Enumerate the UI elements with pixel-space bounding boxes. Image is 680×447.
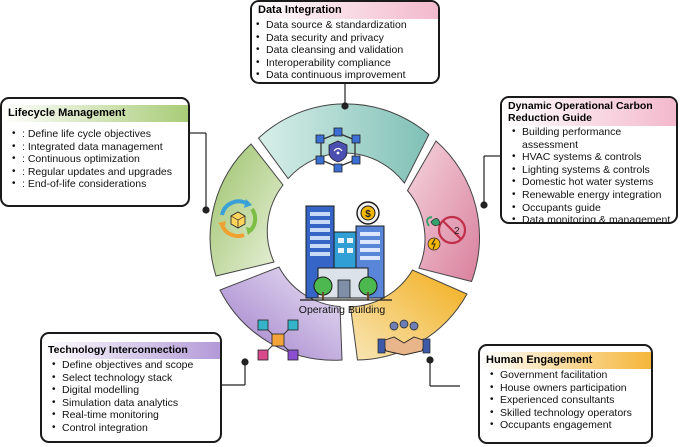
list-item: Simulation data analytics [48,397,214,410]
list-item: Control integration [48,422,214,435]
ring-segment-human [349,269,468,361]
list-item: Data source & standardization [252,19,432,32]
human-engagement-list: Government facilitation House owners par… [480,369,651,432]
list-item: : Continuous optimization [8,153,182,166]
list-item: Define objectives and scope [48,359,214,372]
lifecycle-management-box: Lifecycle Management : Define life cycle… [0,97,190,207]
list-item: Digital modelling [48,384,214,397]
list-item: : End-of-life considerations [8,178,182,191]
technology-interconnection-list: Define objectives and scope Select techn… [42,359,220,435]
data-integration-box: Data Integration Data source & standardi… [250,0,440,84]
connected-cubes-icon [257,319,299,361]
list-item: Data monitoring & management [508,214,670,222]
list-item: Real-time monitoring [48,409,214,422]
list-item: : Define life cycle objectives [8,128,182,141]
data-integration-title: Data Integration [252,2,438,19]
svg-text:2: 2 [454,226,460,237]
list-item: : Integrated data management [8,141,182,154]
list-item: Data security and privacy [252,32,432,45]
ring-segment-technology [219,266,343,361]
carbon-guide-box: Dynamic Operational Carbon Reduction Gui… [500,96,678,224]
handshake-icon [377,319,431,356]
list-item: : Regular updates and upgrades [8,166,182,179]
list-item: Occupants engagement [486,419,645,432]
list-item: Occupants guide [508,202,670,215]
list-item: Select technology stack [48,372,214,385]
carbon-guide-title: Dynamic Operational Carbon Reduction Gui… [502,98,676,126]
list-item: Renewable energy integration [508,189,670,202]
list-item: Data cleansing and validation [252,44,432,57]
ring-segment-carbon [406,140,481,283]
co2-reduction-icon: 2 [426,215,467,251]
center-label: Operating Building [298,304,386,316]
list-item: Government facilitation [486,369,645,382]
cycle-cube-icon [218,199,258,239]
human-engagement-box: Human Engagement Government facilitation… [478,344,653,444]
list-item: House owners participation [486,382,645,395]
human-engagement-title: Human Engagement [480,352,651,369]
lifecycle-management-list: : Define life cycle objectives : Integra… [2,128,188,191]
list-item: Experienced consultants [486,394,645,407]
carbon-guide-list: Building performance assessment HVAC sys… [502,126,676,222]
list-item: Data continuous improvement [252,69,432,82]
network-shield-icon [315,127,361,173]
list-item: Skilled technology operators [486,407,645,420]
list-item: HVAC systems & controls [508,151,670,164]
svg-text:$: $ [365,209,371,220]
list-item: Building performance assessment [508,126,640,151]
ring-segment-lifecycle [209,143,284,277]
list-item: Interoperability compliance [252,57,432,70]
operating-building-icon: $ [300,201,392,301]
technology-interconnection-box: Technology Interconnection Define object… [40,332,222,443]
connectors [190,84,500,387]
data-integration-list: Data source & standardization Data secur… [252,19,438,82]
lifecycle-management-title: Lifecycle Management [2,105,188,122]
list-item: Domestic hot water systems [508,176,670,189]
list-item: Lighting systems & controls [508,164,670,177]
technology-interconnection-title: Technology Interconnection [42,342,220,359]
